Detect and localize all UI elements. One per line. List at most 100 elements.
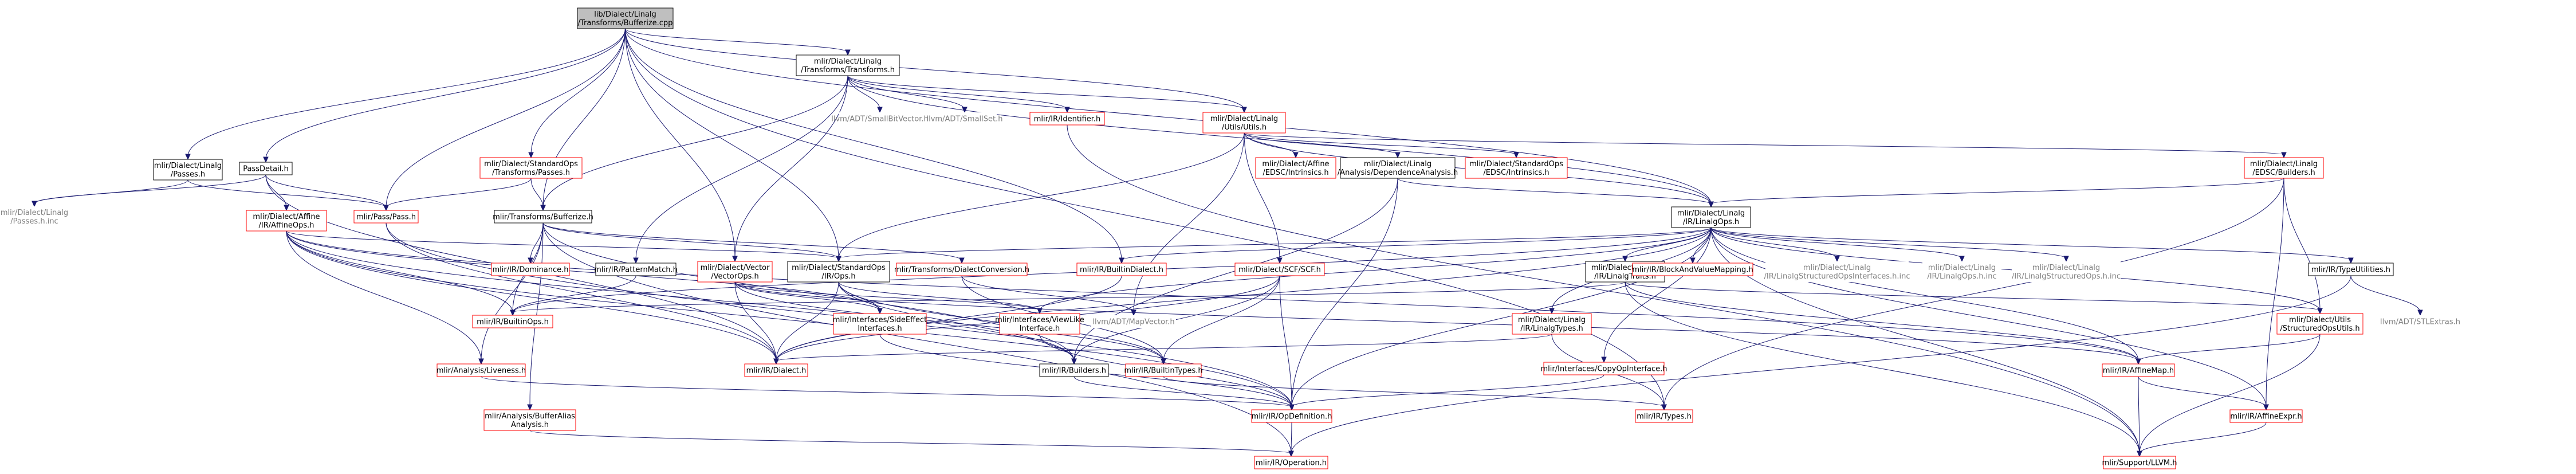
include-edge-root-to-std_passes_h <box>528 28 626 159</box>
include-edge-utils_h-to-scf_h <box>1244 132 1283 264</box>
node-std-bufferize[interactable]: mlir/Transforms/Bufferize.h <box>493 210 593 224</box>
include-edge-edsc_builders-to-affine_expr <box>2263 178 2284 411</box>
node-label-line: mlir/IR/Operation.h <box>1256 459 1327 468</box>
node-builders-h[interactable]: mlir/IR/Builders.h <box>1039 363 1109 377</box>
include-edge-root-to-passdetail_h <box>263 28 626 163</box>
node-type-utils[interactable]: mlir/IR/TypeUtilities.h <box>2308 263 2394 276</box>
node-operation-h[interactable]: mlir/IR/Operation.h <box>1254 456 1328 469</box>
node-dialect-conv[interactable]: mlir/Transforms/DialectConversion.h <box>894 263 1029 276</box>
node-label-line: mlir/IR/AffineExpr.h <box>2230 413 2302 421</box>
node-builtin-dialect[interactable]: mlir/IR/BuiltinDialect.h <box>1076 263 1167 276</box>
node-scf-h[interactable]: mlir/Dialect/SCF/SCF.h <box>1234 263 1325 276</box>
node-label-line: /IR/LinalgStructuredOps.h.inc <box>2012 272 2121 281</box>
include-edge-linalg_types-to-dialect_h <box>773 334 1552 365</box>
node-support-llvm[interactable]: mlir/Support/LLVM.h <box>2102 456 2177 469</box>
node-dominance[interactable]: mlir/IR/Dominance.h <box>491 263 570 276</box>
include-edge-dep_analysis-to-linalgops_h <box>1397 178 1714 208</box>
node-label-line: mlir/IR/Builders.h <box>1042 367 1106 375</box>
node-pass-h[interactable]: mlir/Pass/Pass.h <box>353 210 419 224</box>
file-nodes: lib/Dialect/Linalg/Transforms/Bufferize.… <box>1 7 2460 469</box>
node-label-line: /EDSC/Intrinsics.h <box>1483 169 1549 177</box>
include-edge-std_bufferize-to-liveness <box>478 222 544 365</box>
include-edge-edsc_builders-to-types_h <box>1661 178 2284 411</box>
node-dep-analysis[interactable]: mlir/Dialect/Linalg/Analysis/DependenceA… <box>1338 157 1458 179</box>
node-label-line: mlir/Dialect/SCF/SCF.h <box>1238 266 1321 275</box>
include-edge-scf_h-to-builders_h <box>1071 275 1280 365</box>
node-label-line: /Transforms/Transforms.h <box>801 66 895 75</box>
include-edge-scf_h-to-builtin_types <box>1161 275 1280 365</box>
node-label-line: llvm/ADT/SmallSet.h <box>926 115 1002 124</box>
node-std-edsc[interactable]: mlir/Dialect/StandardOps/EDSC/Intrinsics… <box>1465 157 1568 179</box>
node-label-line: PassDetail.h <box>243 165 288 174</box>
node-structured-utils[interactable]: mlir/Dialect/Utils/StructuredOpsUtils.h <box>2276 313 2363 335</box>
node-label-line: lib/Dialect/Linalg <box>594 10 656 19</box>
node-label-line: Analysis.h <box>511 421 549 429</box>
node-label-line: /Transforms/Passes.h <box>492 169 570 177</box>
include-edge-edsc_builders-to-structured_utils <box>2283 178 2323 315</box>
node-label-line: mlir/Dialect/Affine <box>253 213 320 221</box>
node-dialect-h[interactable]: mlir/IR/Dialect.h <box>744 363 808 377</box>
node-std-ops[interactable]: mlir/Dialect/StandardOps/IR/Ops.h <box>787 261 890 283</box>
node-passes-inc: mlir/Dialect/Linalg/Passes.h.inc <box>1 206 68 227</box>
node-label-line: mlir/Transforms/Bufferize.h <box>493 213 593 222</box>
node-linalg-traits[interactable]: mlir/Dialect/Linalg/IR/LinalgTraits.h <box>1585 261 1665 283</box>
include-edge-root-to-transforms_h <box>625 28 851 56</box>
node-types-h[interactable]: mlir/IR/Types.h <box>1635 409 1693 423</box>
node-label-line: /VectorOps.h <box>711 272 758 281</box>
node-label-line: /EDSC/Builders.h <box>2252 169 2315 177</box>
node-patternmatch[interactable]: mlir/IR/PatternMatch.h <box>594 263 678 276</box>
node-label-line: mlir/IR/BlockAndValueMapping.h <box>1632 266 1753 275</box>
node-passdetail-h[interactable]: PassDetail.h <box>239 162 293 175</box>
node-liveness[interactable]: mlir/Analysis/Liveness.h <box>436 363 526 377</box>
node-label-line: mlir/IR/OpDefinition.h <box>1252 413 1332 421</box>
node-affine-expr[interactable]: mlir/IR/AffineExpr.h <box>2229 409 2303 423</box>
node-linalg-types[interactable]: mlir/Dialect/Linalg/IR/LinalgTypes.h <box>1512 313 1592 335</box>
node-label-line: mlir/Dialect/Linalg <box>2032 264 2100 272</box>
include-edge-transforms_h-to-patternmatch <box>633 75 848 264</box>
include-edge-utils_h-to-std_ops <box>836 132 1245 263</box>
node-builtin-ops[interactable]: mlir/IR/BuiltinOps.h <box>472 315 553 328</box>
node-identifier[interactable]: mlir/IR/Identifier.h <box>1029 112 1105 126</box>
node-edsc-builders[interactable]: mlir/Dialect/Linalg/EDSC/Builders.h <box>2244 157 2324 179</box>
node-label-line: mlir/Dialect/StandardOps <box>792 264 886 272</box>
node-label-line: mlir/Transforms/DialectConversion.h <box>894 266 1029 275</box>
node-linalgops-h[interactable]: mlir/Dialect/Linalg/IR/LinalgOps.h <box>1671 206 1751 228</box>
node-label-line: mlir/Pass/Pass.h <box>356 213 416 222</box>
include-edge-linalgops_h-to-affine_expr <box>1710 227 2269 411</box>
node-vector-ops[interactable]: mlir/Dialect/Vector/VectorOps.h <box>697 261 773 283</box>
include-edge-linalgops_h-to-linalgops_inc <box>1710 227 1965 263</box>
node-std-passes-h[interactable]: mlir/Dialect/StandardOps/Transforms/Pass… <box>479 157 583 179</box>
include-edge-linalgops_h-to-structured_ifc <box>1710 227 1840 263</box>
node-affine-map[interactable]: mlir/IR/AffineMap.h <box>2102 363 2175 377</box>
include-edge-utils_h-to-std_edsc <box>1244 132 1519 159</box>
node-copy-op-ifc[interactable]: mlir/Interfaces/CopyOpInterface.h <box>1541 362 1667 375</box>
node-structured-ifc: mlir/Dialect/Linalg/IR/LinalgStructuredO… <box>1764 261 1910 282</box>
node-label-line: /Utils/Utils.h <box>1222 123 1267 132</box>
include-edge-linalgops_h-to-std_ops <box>836 227 1712 263</box>
include-edge-identifier-to-support_llvm <box>1067 124 2142 457</box>
node-label-line: /Analysis/DependenceAnalysis.h <box>1338 169 1458 177</box>
node-label-line: /Transforms/Bufferize.cpp <box>578 19 673 28</box>
node-op-definition[interactable]: mlir/IR/OpDefinition.h <box>1251 409 1332 423</box>
include-edge-transforms_h-to-utils_h <box>847 75 1247 113</box>
node-passes-h[interactable]: mlir/Dialect/Linalg/Passes.h <box>153 159 223 181</box>
include-edge-affine_expr-to-support_llvm <box>2137 422 2267 457</box>
node-label-line: mlir/Analysis/BufferAlias <box>485 412 575 421</box>
include-edge-structured_utils-to-affine_map <box>2135 334 2321 365</box>
node-block-value-map[interactable]: mlir/IR/BlockAndValueMapping.h <box>1632 263 1753 276</box>
node-utils-h[interactable]: mlir/Dialect/Linalg/Utils/Utils.h <box>1202 112 1286 134</box>
include-edge-buffer_alias-to-operation_h <box>529 430 1294 457</box>
node-root: lib/Dialect/Linalg/Transforms/Bufferize.… <box>577 7 674 29</box>
node-label-line: /Passes.h <box>171 170 205 179</box>
include-edge-liveness-to-op_definition <box>481 376 1295 411</box>
node-affine-ops[interactable]: mlir/Dialect/Affine/IR/AffineOps.h <box>246 210 327 232</box>
node-affine-edsc[interactable]: mlir/Dialect/Affine/EDSC/Intrinsics.h <box>1255 157 1336 179</box>
node-label-line: mlir/Dialect/Affine <box>1262 160 1329 169</box>
node-builtin-types[interactable]: mlir/IR/BuiltinTypes.h <box>1124 363 1203 377</box>
node-transforms-h[interactable]: mlir/Dialect/Linalg/Transforms/Transform… <box>796 54 900 76</box>
node-label-line: mlir/IR/PatternMatch.h <box>594 266 678 275</box>
node-label-line: mlir/Dialect/StandardOps <box>1469 160 1563 169</box>
